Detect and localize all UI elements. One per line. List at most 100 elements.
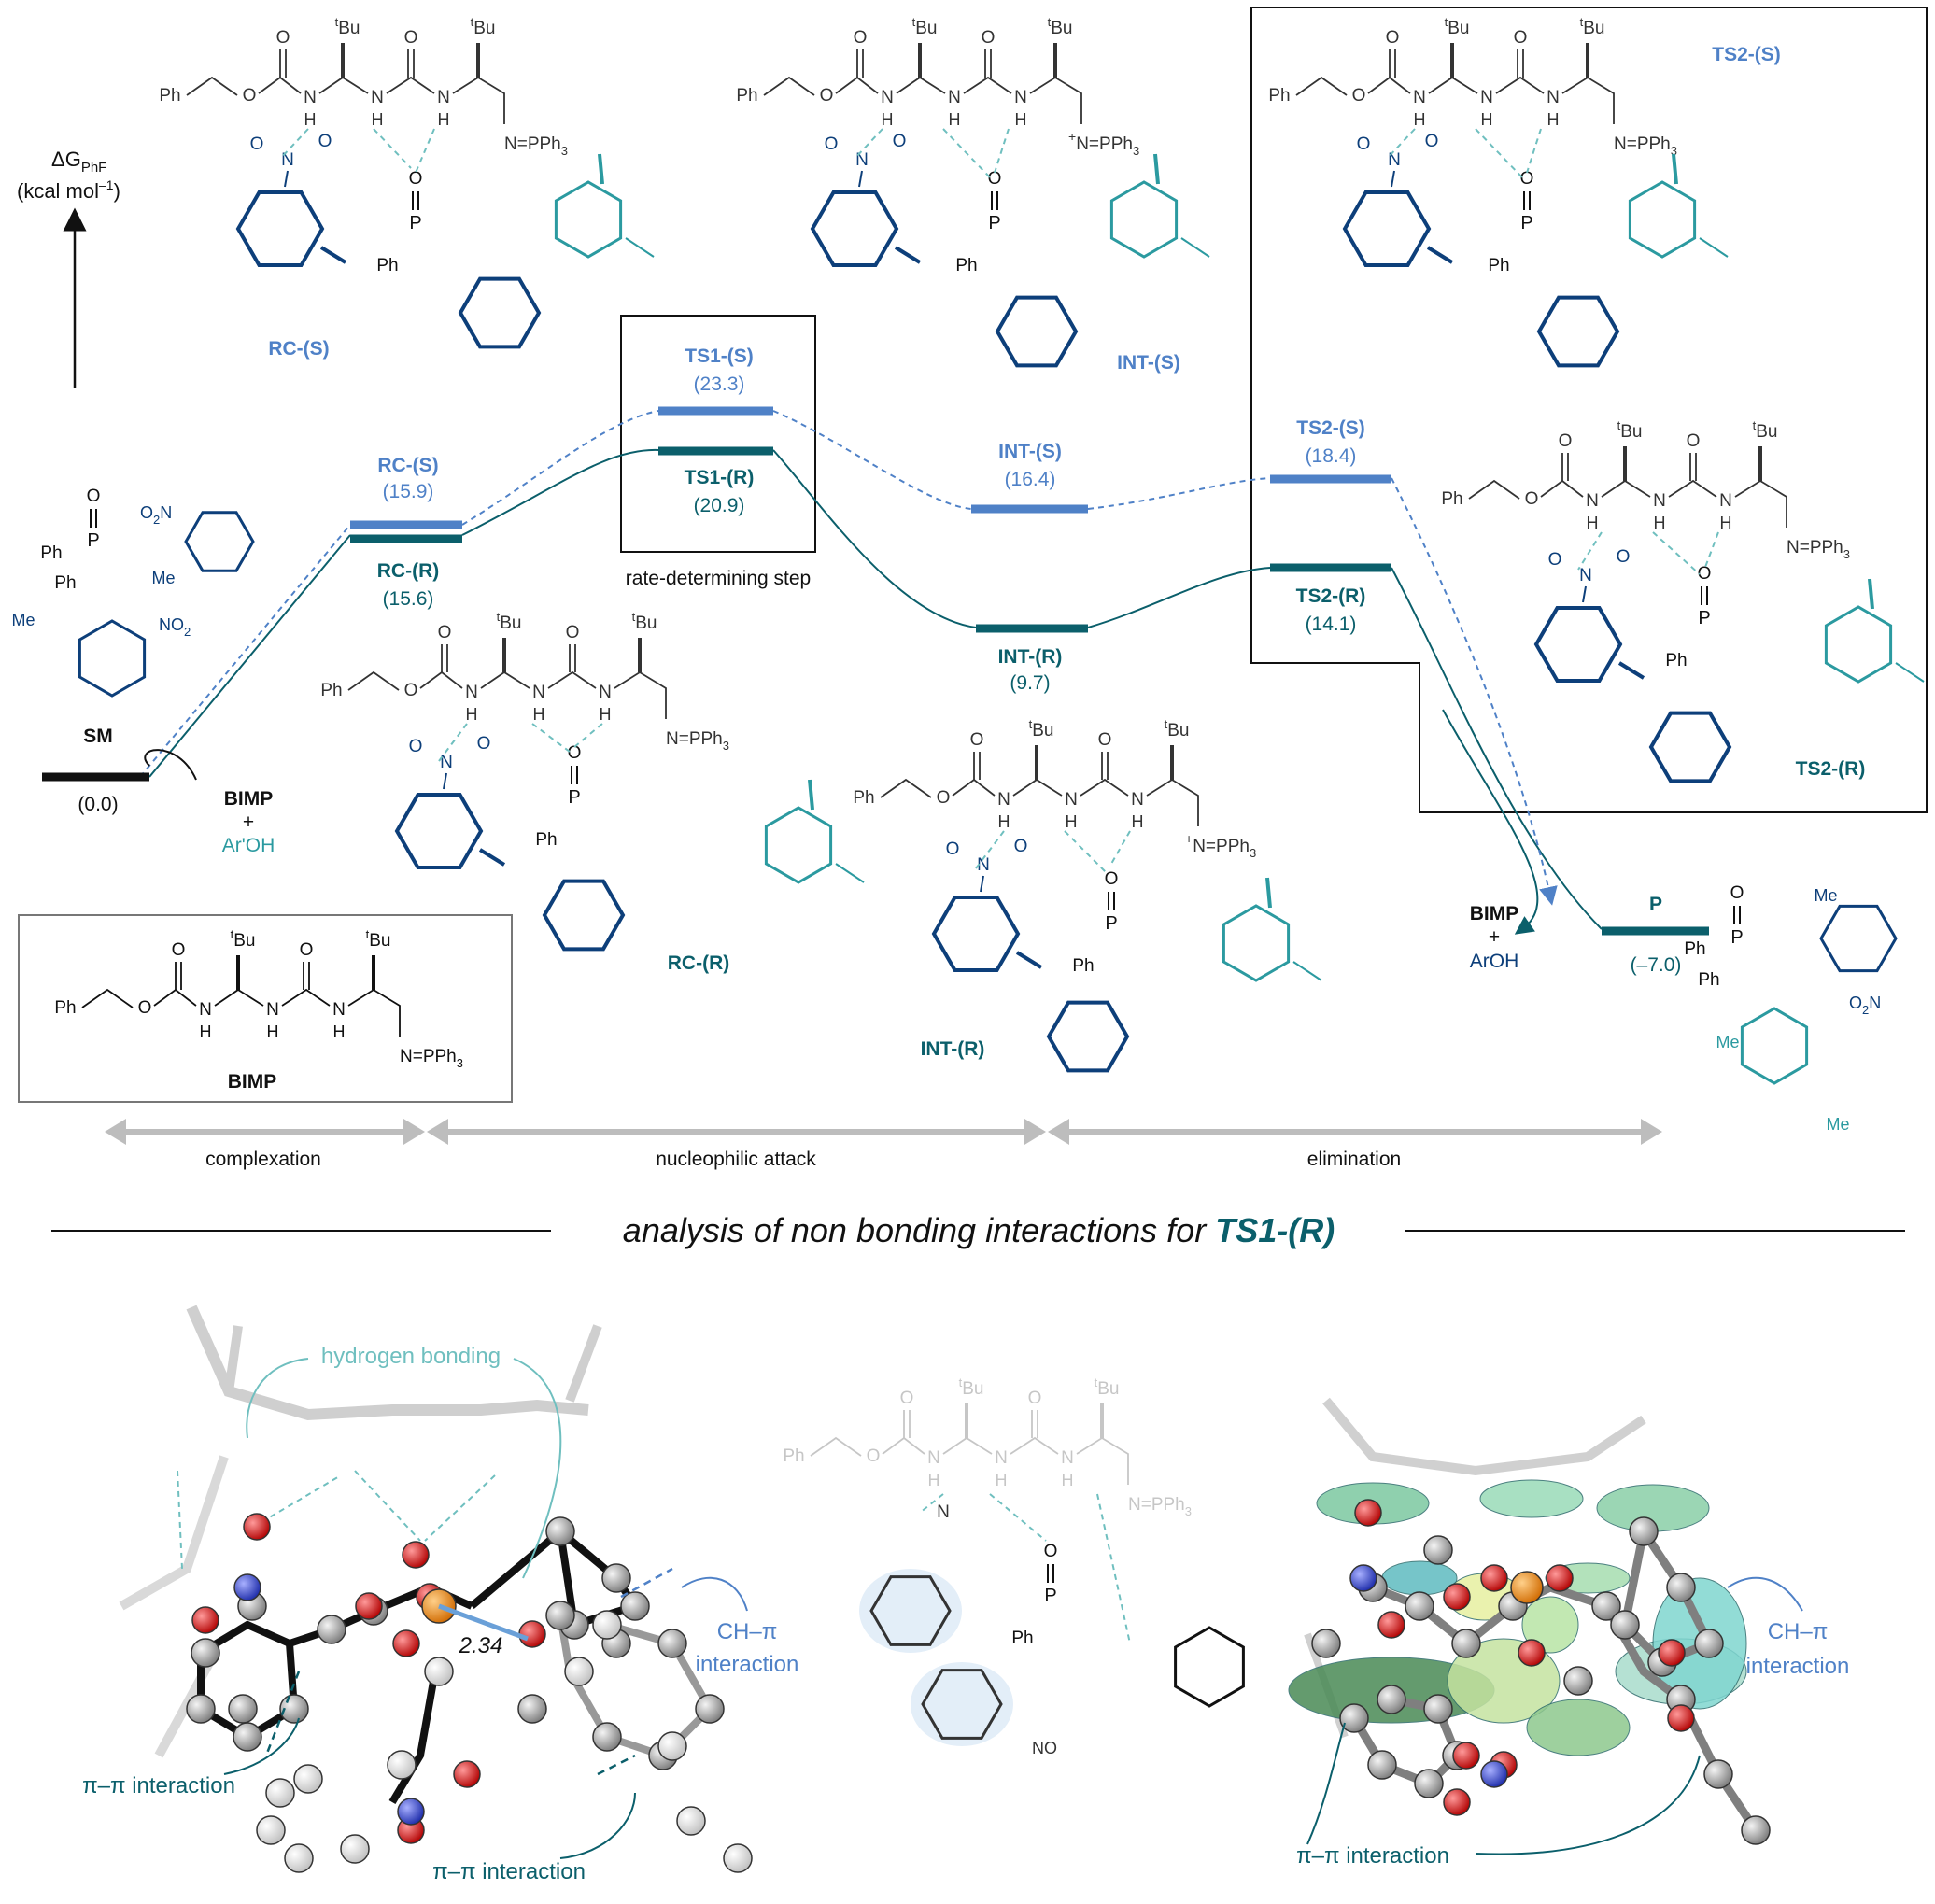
oxygen-label: O xyxy=(1514,28,1528,48)
bond xyxy=(808,779,814,811)
bond xyxy=(942,128,991,178)
nitrogen-label: N xyxy=(1061,1448,1074,1468)
iminophosphorane-label: +N=PPh3 xyxy=(1185,831,1256,860)
oxygen-label: O xyxy=(1425,132,1439,151)
bond xyxy=(419,670,463,689)
bond xyxy=(547,670,597,689)
tbu-label: tBu xyxy=(1048,15,1073,38)
atom-sphere xyxy=(1610,1610,1640,1640)
phase-label-nucleophilic-attack: nucleophilic attack xyxy=(656,1149,816,1170)
bond xyxy=(1495,76,1545,94)
tbu-label: tBu xyxy=(959,1375,984,1399)
oxygen-label: O xyxy=(825,134,839,154)
hydrogen-label: H xyxy=(372,110,384,129)
bond xyxy=(1526,128,1542,174)
bond xyxy=(1322,1397,1646,1476)
oxygen-label: O xyxy=(404,28,418,48)
bond xyxy=(1064,830,1108,874)
oxygen-label: O xyxy=(250,134,264,154)
annotation-pi-pi-2: π–π interaction xyxy=(432,1859,586,1884)
iminophosphorane-label: N=PPh3 xyxy=(400,1047,463,1070)
ph-label: Ph xyxy=(54,573,76,593)
hydrogen-label: H xyxy=(466,705,478,724)
connector-rc-ts1-s xyxy=(461,410,659,526)
nci-isosurface xyxy=(1526,1699,1631,1756)
aromatic-ring xyxy=(458,276,542,349)
atom-sphere xyxy=(191,1606,219,1634)
iminophosphorane-label: N=PPh3 xyxy=(666,729,729,753)
xylenol-group xyxy=(1824,578,1925,684)
tbu-label: tBu xyxy=(1165,717,1190,740)
oxygen-label: O xyxy=(970,730,984,750)
atom-sphere xyxy=(657,1731,687,1761)
atom-sphere xyxy=(191,1638,220,1668)
bond xyxy=(1582,585,1587,603)
nitrogen-label: N xyxy=(1719,491,1732,511)
tbu-label: tBu xyxy=(231,927,256,951)
bond xyxy=(415,128,435,174)
atom-sphere xyxy=(228,1694,258,1724)
hydrogen-label: H xyxy=(438,110,450,129)
aromatic-ring xyxy=(921,1669,1003,1740)
phosphorus-label: P xyxy=(1044,1586,1056,1606)
oxygen-label: O xyxy=(1105,869,1119,889)
rds-label: rate-determining step xyxy=(626,568,811,589)
bond xyxy=(625,237,655,258)
level-value-int-s: (16.4) xyxy=(1005,469,1056,490)
bond xyxy=(952,778,996,797)
ph-label: Ph xyxy=(1698,970,1719,990)
aromatic-ring xyxy=(1174,1626,1245,1708)
atom-sphere xyxy=(1480,1564,1508,1592)
nitrogen-label: N xyxy=(599,683,612,702)
hydrogen-label: H xyxy=(333,1023,346,1041)
atom-sphere xyxy=(545,1516,575,1546)
level-value-ts1-s: (23.3) xyxy=(694,374,745,395)
bond xyxy=(443,772,447,790)
annotation-hydrogen-bonding: hydrogen bonding xyxy=(321,1344,501,1369)
aromatic-ring xyxy=(764,806,833,884)
aromatic-ring xyxy=(1222,904,1291,982)
nci-isosurface xyxy=(1521,1596,1579,1654)
energy-levels xyxy=(42,406,1709,936)
annotation-pi-pi-1: π–π interaction xyxy=(82,1773,235,1798)
atom-sphere xyxy=(397,1798,425,1826)
phosphorus-label: P xyxy=(1730,927,1743,948)
bond xyxy=(1540,479,1584,498)
bond xyxy=(1371,1583,1759,1833)
atom-sphere xyxy=(1377,1685,1406,1714)
bimp-box xyxy=(18,914,513,1103)
annotation-arrow xyxy=(559,1792,636,1859)
hydrogen-label: H xyxy=(533,705,545,724)
hydrogen-label: H xyxy=(267,1023,279,1041)
aromatic-ring xyxy=(78,619,147,698)
hydrogen-label: H xyxy=(1547,110,1560,129)
oxygen-label: O xyxy=(1098,730,1112,750)
ph-label: Ph xyxy=(1441,489,1462,509)
atom-sphere xyxy=(233,1573,261,1601)
oxygen-label: O xyxy=(409,169,423,189)
aromatic-ring xyxy=(1046,1000,1130,1073)
bond xyxy=(1180,237,1210,258)
bond xyxy=(1668,479,1717,498)
bond xyxy=(880,778,932,798)
energy-axis: ΔGPhF (kcal mol–1) xyxy=(17,148,120,388)
atom-sphere xyxy=(676,1806,706,1836)
atom-sphere xyxy=(1629,1516,1659,1546)
atom-sphere xyxy=(1443,1583,1471,1611)
aromatic-ring xyxy=(394,793,484,869)
methyl-label: Me xyxy=(1814,886,1837,905)
oxygen-label: O xyxy=(854,28,868,48)
bond xyxy=(1146,778,1199,826)
connector-int-ts2-r xyxy=(1087,567,1271,628)
bond xyxy=(1367,76,1411,94)
bond xyxy=(1734,479,1787,528)
nitrogen-label: N xyxy=(332,1000,346,1020)
ph-label: Ph xyxy=(40,543,62,563)
hydrogen-label: H xyxy=(600,705,612,724)
